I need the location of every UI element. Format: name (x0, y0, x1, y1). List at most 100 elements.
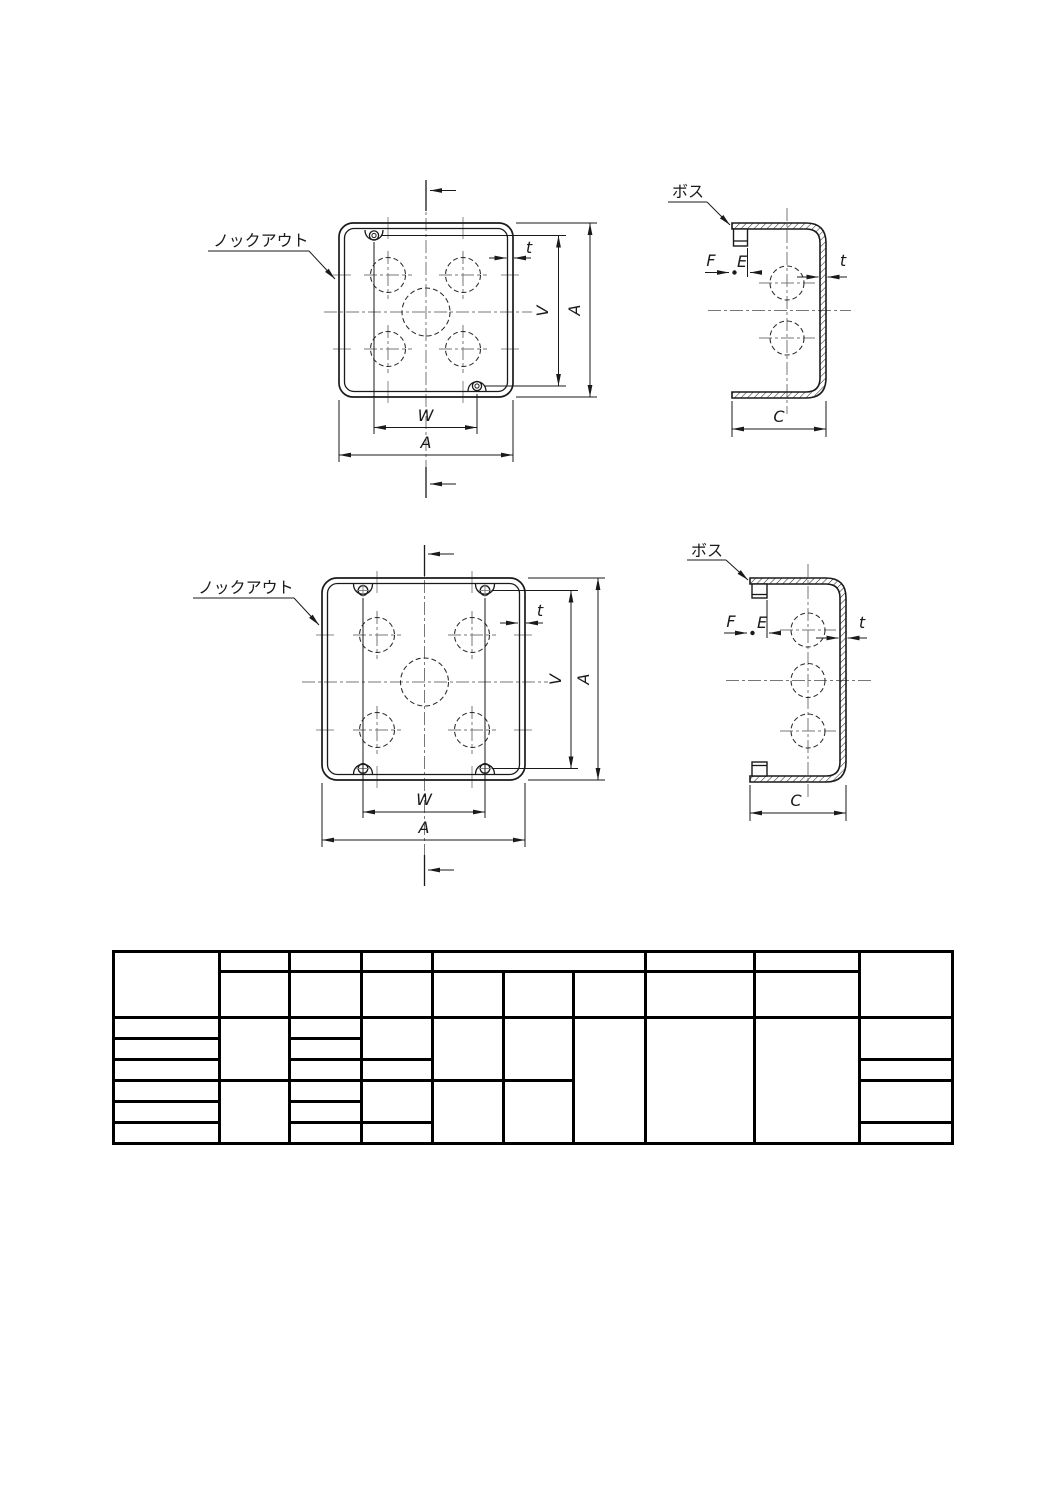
table-cell (753, 950, 861, 973)
table-cell (112, 1121, 221, 1145)
table-cell (502, 1016, 575, 1082)
side-view-top: ボス F E t C (668, 183, 851, 437)
centerlines (302, 558, 548, 866)
datum-arrow-bottom (425, 467, 456, 498)
table-cell (572, 1016, 647, 1145)
table-cell (288, 1100, 363, 1124)
dim-t-label: t (526, 238, 533, 257)
table-cell (112, 1058, 221, 1082)
header-row-2 (114, 970, 953, 1019)
datum-arrow-bottom (423, 855, 454, 886)
table-cell (753, 970, 861, 1019)
table-cell (431, 1016, 505, 1082)
table-cell (644, 970, 756, 1019)
dim-a-horizontal: A (338, 400, 514, 462)
dim-c: C (731, 401, 827, 437)
table-cell (858, 1016, 954, 1061)
boss (751, 583, 768, 599)
table-cell (218, 970, 291, 1019)
knockout-label: ノックアウト (198, 579, 294, 597)
knockout-holes (369, 256, 482, 368)
box-outer-wall (321, 577, 526, 781)
table-cell (112, 950, 221, 1019)
table-row (112, 1037, 953, 1061)
dim-c: C (749, 785, 847, 821)
screw-boss (352, 583, 374, 597)
dim-v: V (492, 590, 578, 769)
table-cell (360, 970, 434, 1019)
screw-boss (364, 229, 384, 241)
table-cell (360, 950, 434, 973)
datum-arrow-top (423, 545, 454, 576)
table-row (112, 1121, 954, 1145)
table-cell (288, 1058, 363, 1082)
dim-a-horizontal: A (321, 783, 526, 847)
table-cell (288, 970, 363, 1019)
table-cell (218, 1016, 291, 1082)
table-cell (288, 1016, 363, 1040)
box-inner-wall (326, 582, 521, 776)
dim-v: V (381, 235, 566, 387)
boss (751, 761, 768, 777)
box-wall-section (731, 222, 827, 399)
table-cell (288, 1079, 363, 1103)
dim-a-label: A (420, 433, 432, 452)
table-cell (360, 1121, 434, 1145)
dim-t: t (500, 601, 544, 626)
table-row (112, 1100, 953, 1124)
table-cell (644, 950, 756, 973)
box-outer-wall (338, 222, 514, 398)
dim-w-label: W (416, 790, 433, 809)
boss (732, 228, 749, 247)
table-cell (858, 1121, 954, 1145)
dim-v-label: V (533, 304, 552, 316)
table-cell (112, 1037, 221, 1061)
knockout-holes (790, 612, 826, 749)
table-cell (360, 1079, 434, 1124)
dim-f-label: F (706, 251, 716, 270)
side-view-bottom: ボス F E t C (687, 542, 871, 821)
table-cell (431, 1079, 505, 1145)
table-cell (288, 1121, 363, 1145)
knockout-label: ノックアウト (213, 232, 309, 250)
dim-w: W (373, 242, 478, 434)
knockout-holes (358, 616, 491, 749)
table-cell (112, 1079, 221, 1103)
dim-f-e: F E (705, 248, 762, 277)
dim-a-label: A (574, 674, 593, 686)
screw-boss (474, 583, 496, 597)
dim-a-label: A (565, 305, 584, 317)
dim-t: t (489, 238, 533, 261)
table-cell (644, 1016, 756, 1145)
table-row (112, 1058, 954, 1082)
dim-t: t (797, 251, 847, 280)
dim-t-label: t (840, 251, 847, 270)
dim-f-label: F (726, 612, 736, 631)
table-cell (431, 970, 505, 1019)
header-row-1 (112, 950, 954, 1019)
box-inner-wall (343, 227, 509, 393)
table-cell (288, 950, 363, 973)
dim-v-label: V (546, 673, 565, 685)
dim-t: t (816, 613, 867, 641)
dim-f-e: F E (724, 600, 781, 638)
centerlines (708, 208, 851, 414)
dim-c-label: C (790, 791, 802, 810)
table-cell (753, 1016, 861, 1145)
table-cell (218, 1079, 291, 1145)
table-cell (502, 970, 575, 1019)
dim-w: W (362, 598, 486, 818)
boss-label: ボス (691, 542, 723, 560)
box-wall-section (749, 577, 847, 783)
screw-boss (467, 380, 487, 392)
centerlines (726, 564, 871, 799)
datum-arrow-top (425, 180, 456, 211)
table-cell (572, 970, 647, 1019)
dim-a-label: A (418, 818, 430, 837)
table-cell (218, 950, 291, 973)
dim-e-label: E (737, 252, 748, 271)
dim-t-label: t (537, 601, 544, 620)
table-row (112, 1079, 954, 1145)
table-cell (360, 1016, 434, 1061)
spec-table (112, 950, 954, 1145)
